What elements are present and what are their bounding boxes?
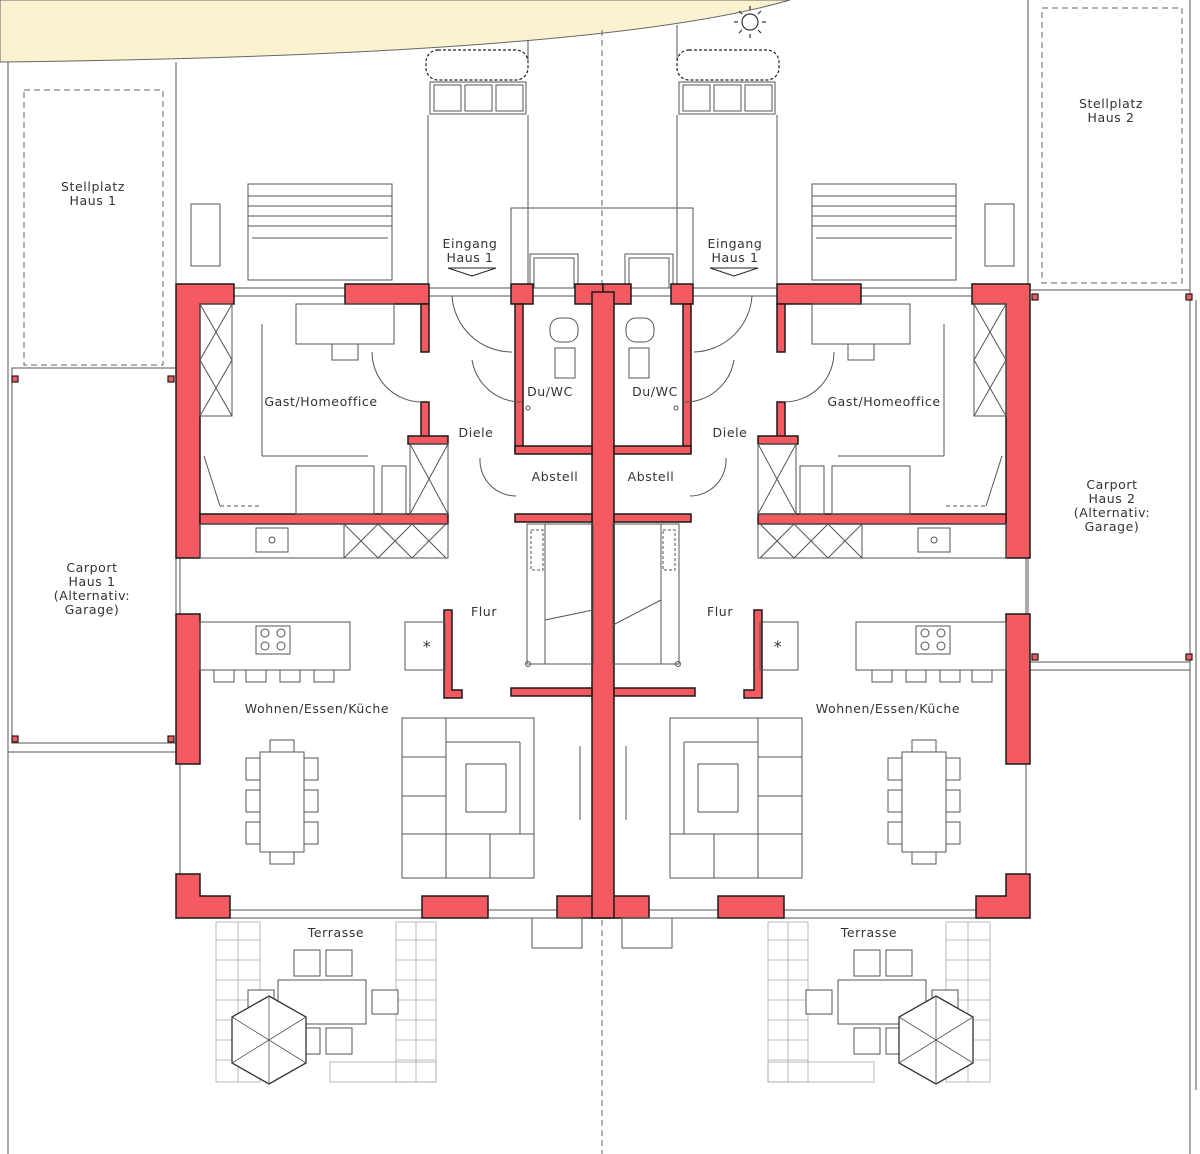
- room-label-gast-left: Gast/Homeoffice: [264, 394, 377, 409]
- bed-right: [799, 455, 1003, 515]
- fireplace-symbol-left: *: [423, 637, 432, 656]
- room-label-abstell-right: Abstell: [628, 469, 675, 484]
- eingang-right-line-1: Eingang: [708, 236, 763, 251]
- stellplatz-haus-2: [1041, 7, 1183, 284]
- stellplatz-1-line-2: Haus 1: [69, 193, 116, 208]
- eingang-left-line-1: Eingang: [443, 236, 498, 251]
- planter-right: [676, 49, 780, 115]
- closet-right: [757, 443, 797, 515]
- eingang-left-line-2: Haus 1: [446, 250, 493, 265]
- sun-icon: [734, 6, 766, 38]
- bed-left: [203, 455, 407, 515]
- bathroom-fixtures-left: [525, 317, 579, 411]
- terrace-steps: [531, 917, 673, 949]
- carport-1-line-1: Carport: [66, 560, 117, 575]
- staircase-left: [525, 523, 594, 667]
- carport-2-line-1: Carport: [1086, 477, 1137, 492]
- fireplace-left: [404, 621, 446, 671]
- walls: [175, 283, 1031, 919]
- carport-1-line-3: (Alternativ:: [54, 588, 131, 603]
- carport-haus-2: [1027, 289, 1191, 663]
- fireplace-right: [759, 621, 799, 671]
- entrance-arrow-left: [447, 267, 497, 277]
- stellplatz-1-line-1: Stellplatz: [61, 179, 125, 194]
- eingang-right-line-2: Haus 1: [711, 250, 758, 265]
- stellplatz-haus-2-label: Stellplatz Haus 2: [1079, 96, 1143, 125]
- carport-2-line-4: Garage): [1085, 519, 1140, 534]
- kitchen-counter-right: [757, 523, 1007, 559]
- room-label-duwc-right: Du/WC: [632, 384, 678, 399]
- desk-left: [261, 303, 395, 457]
- room-label-wohnen-right: Wohnen/Essen/Küche: [816, 701, 960, 716]
- eingang-right-label: Eingang Haus 1: [708, 236, 763, 265]
- desk-right: [811, 303, 945, 457]
- stellplatz-haus-1-label: Stellplatz Haus 1: [61, 179, 125, 208]
- planter-left: [425, 49, 529, 115]
- wardrobe-left: [199, 303, 233, 417]
- room-label-duwc-left: Du/WC: [527, 384, 573, 399]
- fireplace-symbol-right: *: [774, 637, 783, 656]
- kitchen-counter-left: [199, 523, 449, 559]
- parasol-left: [231, 995, 307, 1085]
- closet-left: [409, 443, 449, 515]
- sofa-left: [401, 717, 535, 879]
- room-label-abstell-left: Abstell: [532, 469, 579, 484]
- room-label-diele-left: Diele: [459, 425, 494, 440]
- eingang-left-label: Eingang Haus 1: [443, 236, 498, 265]
- carport-2-line-2: Haus 2: [1088, 491, 1135, 506]
- sofa-right: [669, 717, 803, 879]
- room-label-flur-left: Flur: [471, 604, 497, 619]
- carport-haus-1: [11, 367, 177, 744]
- room-label-wohnen-left: Wohnen/Essen/Küche: [245, 701, 389, 716]
- door-arcs: [371, 295, 835, 820]
- carport-posts: [11, 293, 1193, 743]
- entrance-arrow-right: [709, 267, 759, 277]
- room-label-terrasse-right: Terrasse: [840, 925, 897, 940]
- room-label-flur-right: Flur: [707, 604, 733, 619]
- stellplatz-2-line-2: Haus 2: [1087, 110, 1134, 125]
- stellplatz-2-line-1: Stellplatz: [1079, 96, 1143, 111]
- carport-2-line-3: (Alternativ:: [1074, 505, 1151, 520]
- kitchen-island-left: [199, 621, 351, 683]
- wardrobe-right: [973, 303, 1007, 417]
- room-label-diele-right: Diele: [713, 425, 748, 440]
- carport-haus-1-label: Carport Haus 1 (Alternativ: Garage): [54, 560, 131, 617]
- carport-1-line-2: Haus 1: [68, 574, 115, 589]
- garden-area: [0, 0, 791, 63]
- bathroom-fixtures-right: [625, 317, 679, 411]
- kitchen-island-right: [855, 621, 1007, 683]
- room-label-terrasse-left: Terrasse: [307, 925, 364, 940]
- dining-table-left: [245, 739, 319, 865]
- front-bench-right: [811, 183, 1015, 281]
- dining-table-right: [887, 739, 961, 865]
- stellplatz-haus-1: [23, 89, 164, 366]
- staircase-right: [612, 523, 681, 667]
- carport-1-line-4: Garage): [65, 602, 120, 617]
- front-bench-left: [190, 183, 393, 281]
- room-label-gast-right: Gast/Homeoffice: [827, 394, 940, 409]
- parasol-right: [898, 995, 974, 1085]
- carport-haus-2-label: Carport Haus 2 (Alternativ: Garage): [1074, 477, 1151, 534]
